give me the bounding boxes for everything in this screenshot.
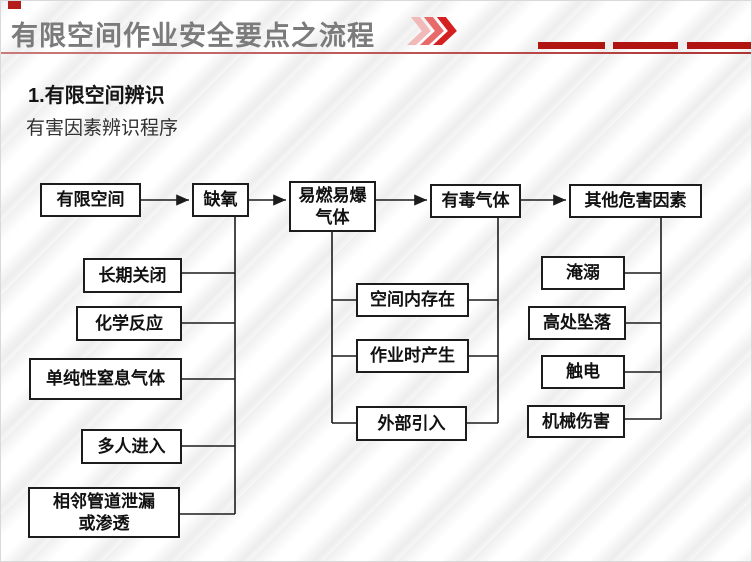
flow-node-other-hazards: 其他危害因素 [569,184,702,218]
flow-node-simple-asphyxiant-gas: 单纯性窒息气体 [29,358,182,400]
flow-node-oxygen-deficiency: 缺氧 [192,183,249,217]
flow-node-existing-in-space: 空间内存在 [356,283,469,317]
header-rule [1,52,751,54]
flow-node-fall-from-height: 高处坠落 [528,306,626,340]
section-subheading: 有害因素辨识程序 [26,118,179,139]
flow-node-toxic-gas: 有毒气体 [430,184,521,218]
flow-node-generated-during-work: 作业时产生 [356,339,469,373]
flow-node-flammable-explosive-gas: 易燃易爆 气体 [289,181,376,232]
flow-node-mechanical-injury: 机械伤害 [527,405,625,438]
flow-node-external-introduction: 外部引入 [356,406,467,441]
triple-chevron-icon [406,17,457,45]
header-dash [613,42,678,49]
header-dash [538,42,605,49]
flow-node-drowning: 淹溺 [541,256,625,290]
flow-node-limited-space: 有限空间 [40,183,141,217]
flow-node-chemical-reaction: 化学反应 [76,306,182,341]
slide-title: 有限空间作业安全要点之流程 [11,21,375,51]
corner-accent-mark [8,1,21,9]
flow-node-multiple-entrants: 多人进入 [81,429,182,464]
flow-node-electric-shock: 触电 [541,355,625,389]
flow-node-adjacent-pipeline-leak: 相邻管道泄漏 或渗透 [28,487,180,538]
flow-node-long-term-closure: 长期关闭 [83,258,182,293]
section-heading: 1.有限空间辨识 [28,85,165,107]
header-dash [687,42,751,49]
